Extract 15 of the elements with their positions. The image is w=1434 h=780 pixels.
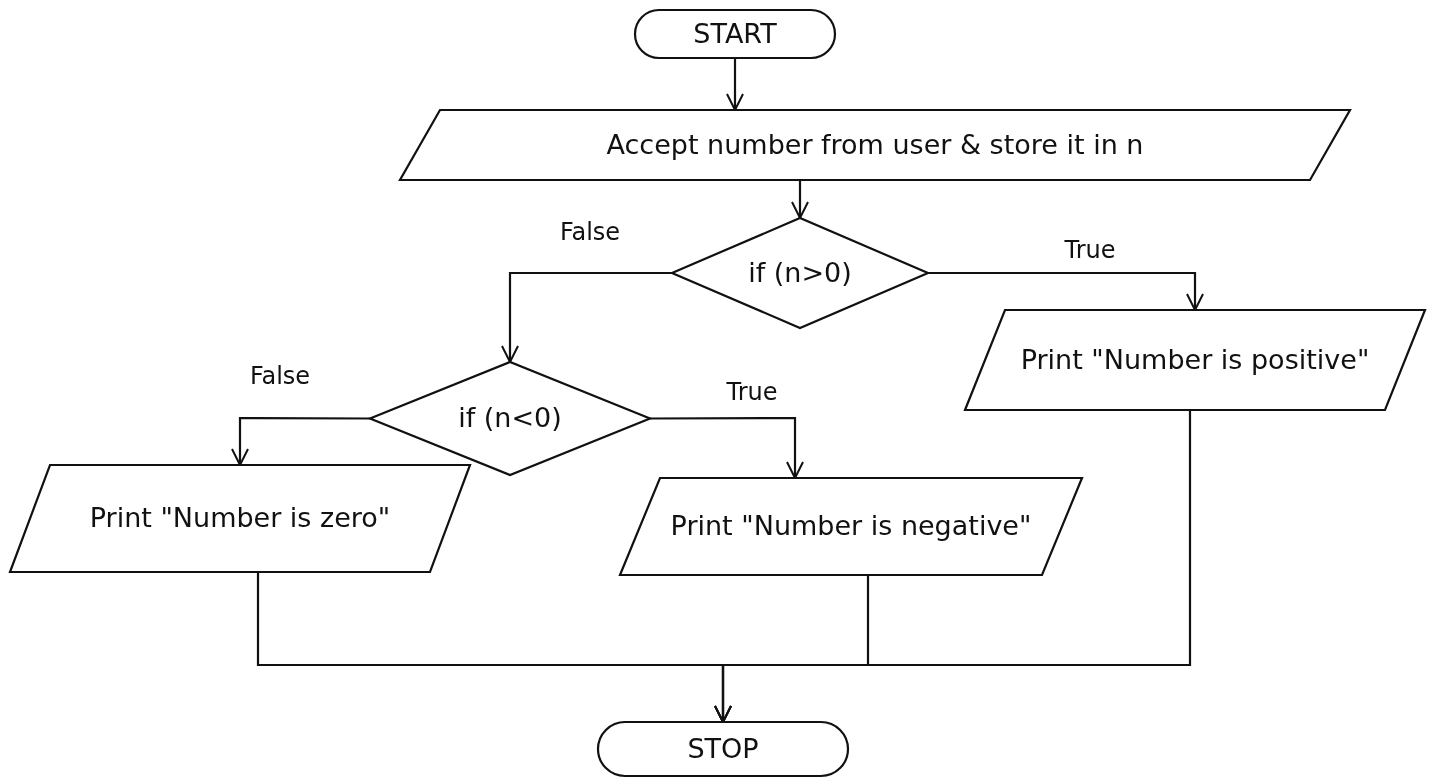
arrow [231,416,370,466]
arrow [791,180,809,219]
arrow [501,271,672,363]
node-text: Accept number from user & store it in n [606,128,1144,162]
arrow [650,416,804,479]
node-text: Print "Number is positive" [1020,343,1370,377]
node-text: START [693,17,777,51]
arrow [928,271,1204,311]
node-text: Print "Number is zero" [89,502,391,535]
arrow [714,410,1192,723]
arrow [726,58,744,111]
node-text: Print "Number is negative" [670,510,1032,543]
node-text: STOP [687,732,759,766]
node-text: if (n<0) [458,402,562,435]
node-text: if (n>0) [748,256,852,290]
